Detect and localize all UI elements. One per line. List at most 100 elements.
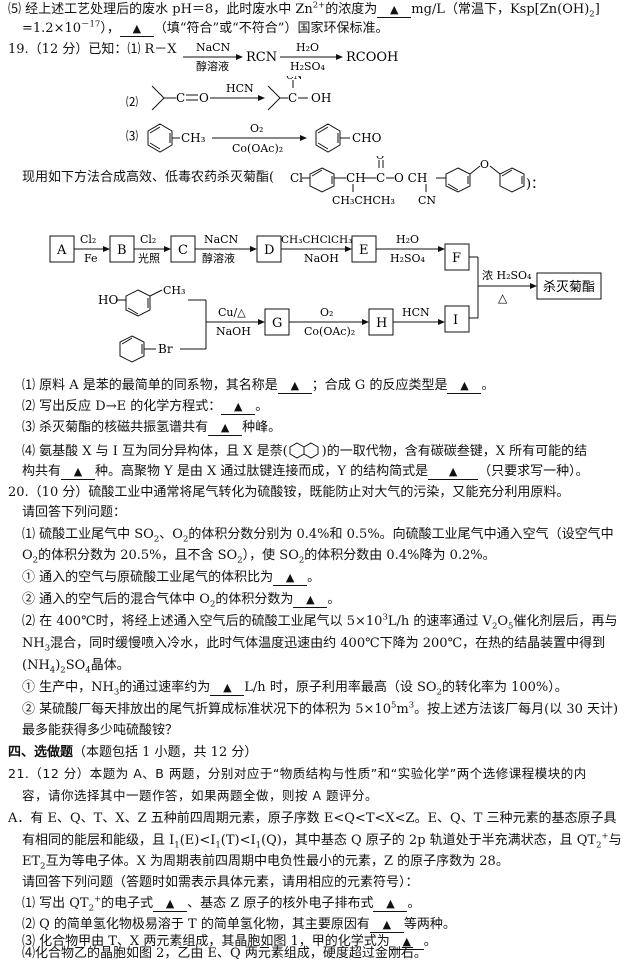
svg-text:A: A [56, 243, 67, 258]
svg-text:CH₃: CH₃ [163, 284, 185, 297]
svg-text:OH: OH [311, 91, 331, 105]
svg-text:CN: CN [418, 194, 436, 207]
answer-blank[interactable]: ▲ [273, 571, 308, 587]
q20-part1-c1: ① 通入的空气与原硫酸工业尾气的体积比为▲。 [22, 570, 321, 587]
svg-text:H₂SO₄: H₂SO₄ [390, 252, 426, 265]
q20-part2-line2: NH3混合，同时缓慢喷入冷水，此时气体温度迅速由约 400℃下降为 200℃，在… [22, 636, 606, 654]
svg-text:杀灭菊酯: 杀灭菊酯 [543, 280, 595, 295]
q19-intro: 现用如下方法合成高效、低毒农药杀灭菊酯( [22, 170, 275, 185]
answer-blank[interactable]: ▲ [447, 379, 482, 395]
q20-part1-c2: ② 通入的空气后的混合气体中 O2的体积分数为▲。 [22, 592, 341, 610]
condition-label: 醇溶液 [196, 59, 229, 73]
svg-text:O: O [480, 158, 489, 171]
q19-sub4-line1: ⑷ 氨基酸 X 与 I 互为同分异构体，且 X 是萘()的一取代物，含有碳碳叁键… [22, 441, 637, 462]
benzene-ring-icon [315, 123, 341, 153]
benzene-ring-icon [147, 123, 173, 153]
svg-text:Br: Br [158, 342, 173, 356]
answer-blank[interactable]: ▲ [208, 421, 243, 437]
svg-text:△: △ [498, 291, 508, 305]
q21-sub2: ⑵ Q 的简单氢化物极易溶于 T 的简单氢化物，其主要原因有▲等两种。 [22, 917, 456, 934]
svg-text:Fe: Fe [84, 252, 98, 265]
q21-a-line2: 有相同的能层和能级，且 I1(E)<I1(T)<I1(Q)，其中基态 Q 原子的… [22, 831, 622, 851]
svg-text:NaOH: NaOH [216, 325, 251, 338]
svg-text:D: D [264, 243, 274, 258]
answer-blank[interactable]: ▲ [153, 897, 188, 913]
answer-blank[interactable]: ▲ [389, 935, 424, 951]
reagent-label: O₂ [250, 122, 263, 135]
answer-blank[interactable]: ▲ [210, 681, 245, 697]
svg-text:CN: CN [286, 76, 303, 82]
q21-sub4: ⑷化合物乙的晶胞如图 2，乙由 E、Q 两元素组成，硬度超过金刚石。 [22, 946, 427, 961]
q20-part2-line3: (NH4)2SO4晶体。 [22, 658, 130, 676]
target-molecule-structure: Cl CH CH₃CHCH₃ C O O CH CN O )： [290, 156, 544, 207]
svg-text:Cl₂: Cl₂ [80, 233, 96, 246]
q21-head: 21.（12 分）本题为 A、B 两题，分别对应于“物质结构与性质”和“实验化学… [8, 766, 587, 781]
svg-text:C: C [288, 91, 297, 105]
svg-text:C: C [176, 91, 185, 105]
box-I [444, 305, 470, 333]
answer-blank[interactable]: ▲ [61, 465, 96, 481]
naphthalene-icon [289, 442, 319, 459]
q20-part2-d2-line1: ② 某硫酸厂每天排放出的尾气折算成标准状况下的体积为 5×105m3。按上述方法… [22, 700, 619, 717]
svg-text:)：: )： [526, 177, 544, 192]
svg-text:O: O [199, 91, 209, 105]
svg-text:HCN: HCN [402, 306, 430, 319]
reagent-label: HCN [226, 82, 254, 95]
svg-text:CH₃CHClCH₃: CH₃CHClCH₃ [281, 234, 352, 246]
svg-text:G: G [272, 316, 282, 331]
svg-text:HO: HO [98, 293, 118, 307]
answer-blank[interactable]: ▲ [428, 465, 479, 481]
q20-ask: 请回答下列问题： [22, 505, 127, 520]
svg-text:Cu/△: Cu/△ [218, 306, 246, 319]
svg-text:CHO: CHO [352, 131, 382, 145]
q20-head: 20.（10 分）硫酸工业中通常将尾气转化为硫酸铵，既能防止对大气的污染，又能充… [8, 485, 570, 500]
product-label: RCOOH [346, 50, 398, 65]
svg-text:Cl₂: Cl₂ [140, 233, 156, 246]
answer-blank[interactable]: ▲ [373, 897, 408, 913]
section-4-heading: 四、选做题（本题包括 1 小题，共 12 分） [8, 745, 258, 760]
answer-blank[interactable]: ▲ [369, 918, 404, 934]
svg-text:CH₃: CH₃ [181, 131, 206, 145]
q21-sub1: ⑴ 写出 QT2+的电子式▲、基态 Z 原子的核外电子排布式▲。 [22, 894, 421, 914]
svg-text:NaOH: NaOH [304, 252, 339, 265]
q19-sub1: ⑴ 原料 A 是苯的最简单的同系物，其名称是▲；合成 G 的反应类型是▲。 [22, 378, 495, 395]
q19-sub4-line2: 构共有▲种。高聚物 Y 是由 X 通过肽键连接而成，Y 的结构简式是▲（只要求写… [22, 464, 589, 481]
reaction-number: ⑶ [126, 129, 138, 143]
answer-blank[interactable]: ▲ [119, 22, 154, 38]
q20-part1-line2: O2的体积分数为 20.5%，且不含 SO2），使 SO2的体积分数由 0.4%… [22, 548, 496, 566]
svg-text:O₂: O₂ [320, 306, 333, 319]
reaction-2-scheme: ⑵ C O HCN C CN OH [126, 76, 331, 111]
answer-blank[interactable]: ▲ [293, 593, 328, 609]
answer-blank[interactable]: ▲ [277, 379, 312, 395]
q19-head: 19.（12 分）已知：⑴ R－X [8, 42, 177, 57]
svg-text:光照: 光照 [138, 251, 160, 265]
q21-ask: 请回答下列问题（答题时如需表示具体元素，请用相应的元素符号）： [22, 875, 419, 890]
reagent-label: NaCN [196, 41, 231, 54]
q21-sub3: ⑶ 化合物甲由 T、X 两元素组成，其晶胞如图 1，甲的化学式为▲。 [22, 934, 437, 951]
box-product [536, 272, 602, 300]
svg-text:C: C [376, 171, 385, 185]
intermediate-label: RCN [246, 50, 277, 65]
svg-text:Co(OAc)₂: Co(OAc)₂ [304, 325, 355, 338]
q20-part2-line1: ⑵ 在 400℃时，将经上述通入空气后的硫酸工业尾气以 5×103L/h 的速率… [22, 612, 618, 632]
svg-text:NaCN: NaCN [204, 233, 239, 246]
q21-a-line3: ET2互为等电子体。X 为周期表前四周期中电负性最小的元素，Z 的原子序数为 2… [22, 854, 509, 872]
svg-text:I: I [453, 313, 458, 328]
q20-part1-line1: ⑴ 硫酸工业尾气中 SO2、O2的体积分数分别为 0.4%和 0.5%。向硫酸工… [22, 527, 614, 545]
reaction-1-scheme: NaCN 醇溶液 RCN H₂O H₂SO₄ RCOOH [183, 41, 398, 73]
svg-text:CH₃CHCH₃: CH₃CHCH₃ [332, 194, 395, 207]
q19-sub2: ⑵ 写出反应 D→E 的化学方程式：▲。 [22, 399, 269, 416]
q21-head-2: 容，请你选择其中一题作答，如果两题全做，则按 A 题评分。 [22, 788, 378, 803]
svg-text:H: H [376, 316, 387, 331]
q20-part2-d1: ① 生产中，NH3的通过速率约为▲L/h 时，原子利用率最高（设 SO2的转化率… [22, 680, 568, 698]
q21-a-line1: A．有 E、Q、T、X、Z 五种前四周期元素，原子序数 E<Q<T<X<Z。E、… [8, 811, 617, 826]
svg-text:B: B [117, 243, 127, 258]
svg-text:浓 H₂SO₄: 浓 H₂SO₄ [482, 269, 532, 282]
q19-sub3: ⑶ 杀灭菊酯的核磁共振氢谱共有▲种峰。 [22, 420, 282, 437]
svg-text:O CH: O CH [394, 171, 427, 185]
answer-blank[interactable]: ▲ [377, 3, 412, 19]
svg-text:C: C [178, 243, 188, 258]
answer-blank[interactable]: ▲ [221, 400, 256, 416]
svg-text:H₂O: H₂O [396, 233, 419, 246]
